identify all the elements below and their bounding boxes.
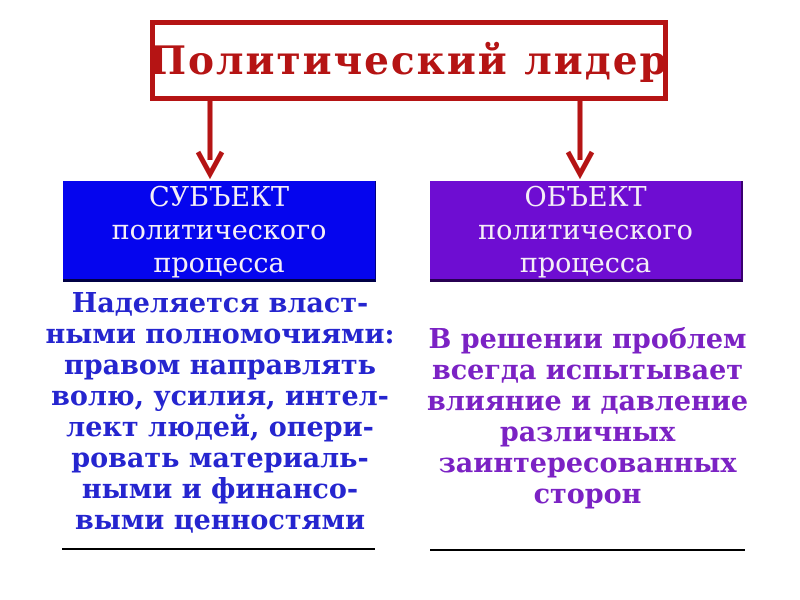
subject-description-line: выми ценностями [75,505,365,536]
object-header-line: политического [478,214,693,246]
object-underline [430,549,745,551]
title-box: Политический лидер [149,20,669,101]
object-header-line: процесса [519,247,652,279]
subject-description-line: Наделяется власт- [71,288,369,319]
subject-underline [62,548,375,550]
down-arrow-icon [195,100,225,180]
subject-header-line: политического [111,214,327,246]
object-header-line: ОБЪЕКТ [524,181,647,213]
subject-description-line: ровать материаль- [71,443,369,474]
object-description-line: всегда испытывает [431,355,744,386]
subject-description-line: волю, усилия, интел- [51,381,389,412]
down-arrow-icon [565,100,595,180]
subject-header-line: процесса [153,247,285,279]
subject-header-box: СУБЪЕКТ политического процесса [63,181,376,282]
object-description-line: различных [499,417,676,448]
object-header-box: ОБЪЕКТ политического процесса [430,181,743,282]
object-description-line: заинтересованных [438,448,737,479]
subject-description-line: ными и финансо- [81,474,359,505]
subject-header-line: СУБЪЕКТ [148,181,290,213]
page-title: Политический лидер [149,37,669,84]
subject-description-line: правом направлять [64,350,376,381]
object-description-line: влияние и давление [427,386,748,417]
object-description-line: сторон [533,479,642,510]
subject-description-line: ными полномочиями: [45,319,395,350]
subject-description: Наделяется власт- ными полномочиями: пра… [45,288,395,536]
subject-description-line: лект людей, опери- [66,412,374,443]
object-description-line: В решении проблем [428,324,747,355]
object-description: В решении проблем всегда испытывает влия… [415,324,760,510]
